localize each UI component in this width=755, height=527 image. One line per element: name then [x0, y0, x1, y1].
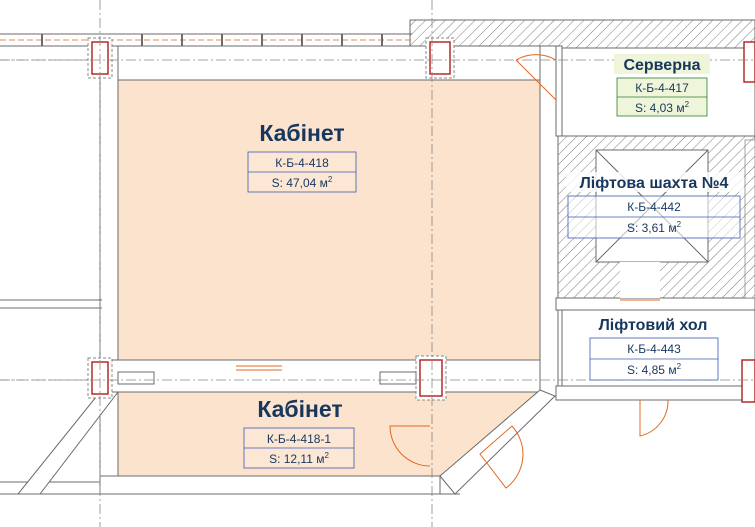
room-code-server: К-Б-4-417 — [635, 81, 689, 95]
room-title-office-main: Кабінет — [259, 120, 344, 146]
wall-server-left — [555, 45, 563, 137]
room-code-office-small: К-Б-4-418-1 — [267, 432, 332, 446]
room-title-bg-lift-shaft — [566, 172, 744, 192]
door-diagonal — [479, 425, 524, 489]
wall-hatched-right-column — [744, 139, 755, 299]
room-area-lift-hall: S: 4,85 м2 — [627, 362, 682, 377]
column — [743, 41, 755, 83]
door-server — [515, 54, 557, 101]
column — [741, 359, 755, 403]
wall-niche — [117, 371, 155, 385]
window-mullions — [41, 34, 383, 46]
doors — [389, 54, 669, 489]
room-area-office-small: S: 12,11 м2 — [269, 451, 329, 466]
room-office-main — [117, 79, 541, 361]
room-title-lift-shaft: Ліфтова шахта №4 — [580, 175, 729, 192]
wall-lift-hall-bottom — [555, 385, 755, 401]
room-title-server: Серверна — [623, 57, 700, 74]
column — [429, 41, 451, 75]
wall-niche — [379, 371, 417, 385]
room-area-server: S: 4,03 м2 — [635, 100, 690, 115]
wall-left — [99, 45, 119, 495]
room-code-lift-shaft: К-Б-4-442 — [627, 200, 681, 214]
room-title-bg-server — [614, 54, 710, 74]
lift-door-gap — [620, 262, 660, 298]
room-code-office-main: К-Б-4-418 — [275, 156, 329, 170]
wall-top — [101, 45, 558, 81]
walls — [99, 45, 755, 495]
wall-right-office — [539, 45, 559, 397]
room-code-lift-hall: К-Б-4-443 — [627, 342, 681, 356]
door-office-small — [389, 425, 431, 467]
column — [419, 359, 443, 397]
room-title-office-small: Кабінет — [257, 396, 342, 422]
room-area-office-main: S: 47,04 м2 — [272, 175, 333, 190]
wall-bottom — [99, 475, 441, 495]
room-title-lift-hall: Ліфтовий хол — [599, 317, 708, 334]
door-lift-hall — [639, 399, 669, 437]
wall-top-right-hatched — [409, 19, 755, 49]
wall-middle-horizontal — [99, 359, 556, 393]
room-area-lift-shaft: S: 3,61 м2 — [627, 220, 682, 235]
